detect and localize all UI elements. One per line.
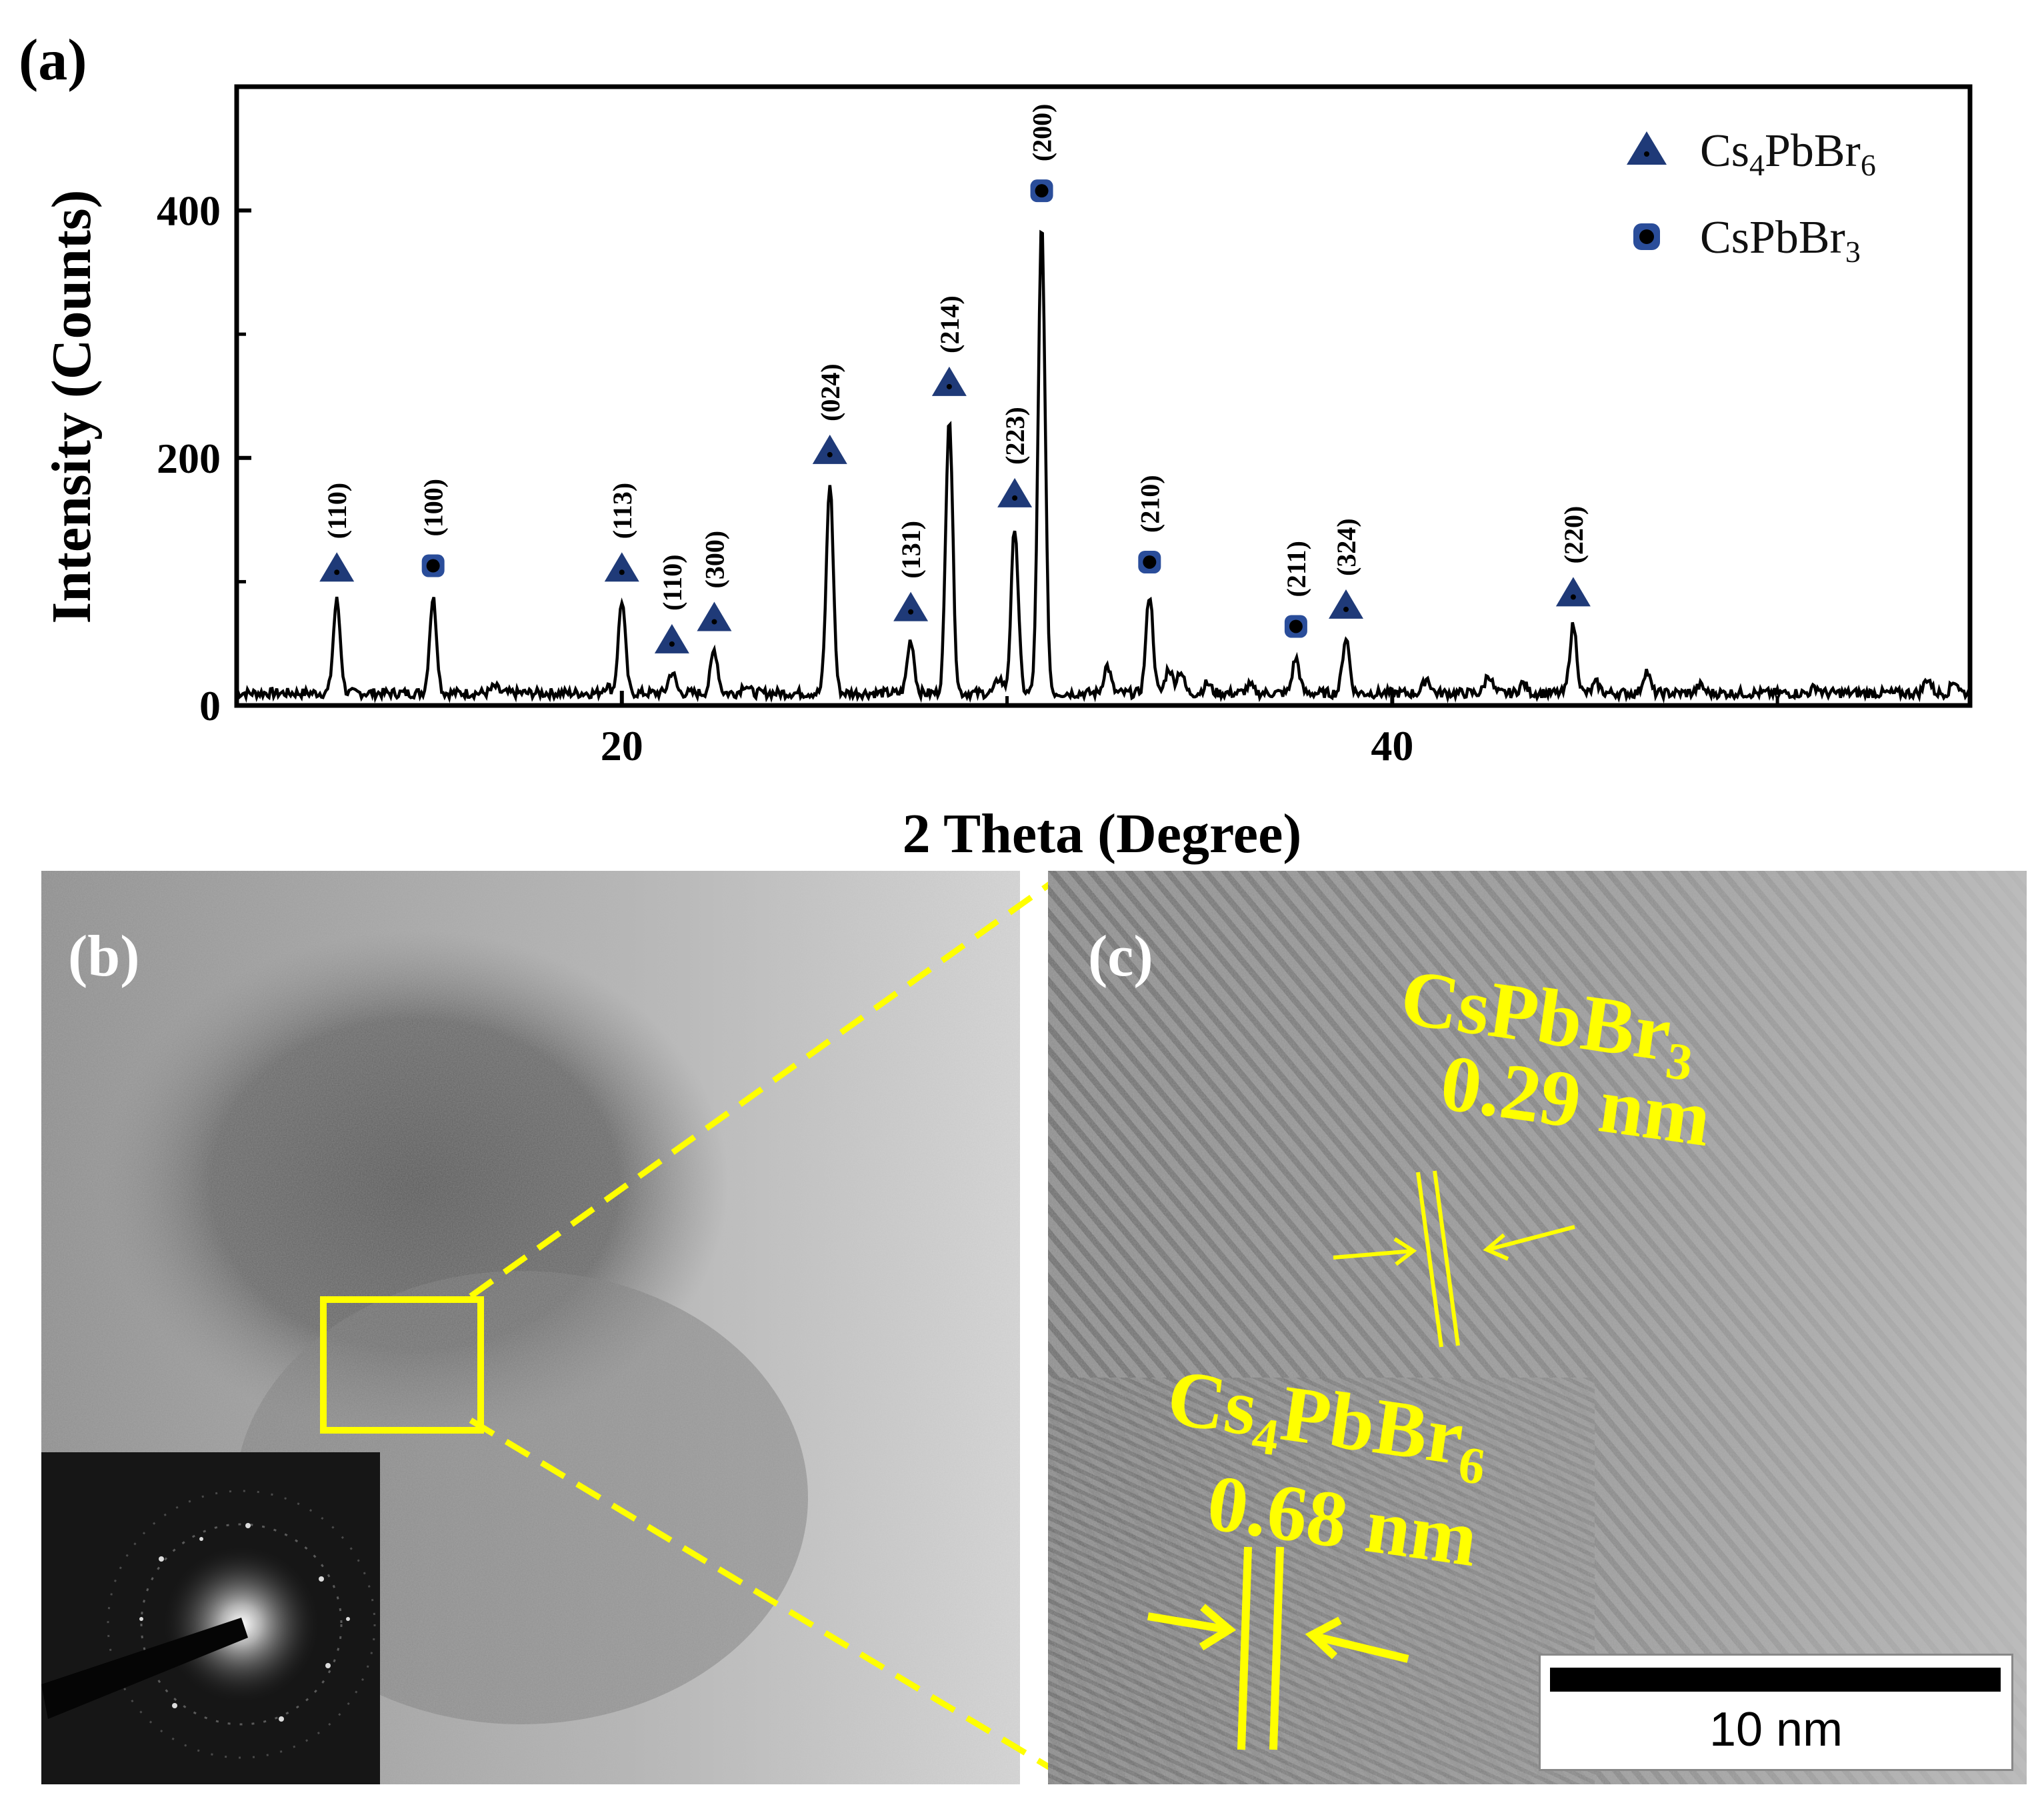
triangle-marker-dot [619, 569, 625, 575]
hkl-label: (324) [1331, 518, 1361, 576]
legend-circle-dot [1639, 229, 1654, 244]
triangle-marker [604, 552, 639, 582]
legend-triangle-marker [1627, 131, 1667, 165]
x-tick-label: 40 [1371, 722, 1413, 769]
legend-text-part: Cs [1700, 212, 1749, 263]
saed-pattern [41, 1490, 376, 1759]
x-axis-title: 2 Theta (Degree) [903, 803, 1302, 865]
hkl-label: (110) [322, 483, 352, 539]
triangle-marker-dot [334, 569, 340, 575]
y-axis-title: Intensity (Counts) [41, 189, 103, 623]
hkl-label-group: (110) (100) (113) (110) (300) (024) (131) (214)… [322, 104, 1589, 611]
legend-label: CsPbBr3 [1700, 212, 1861, 269]
tem-image-overview: (b) [41, 871, 1020, 1784]
triangle-marker [997, 477, 1033, 507]
triangle-marker-dot [711, 619, 717, 625]
legend-label: Cs4PbBr6 [1700, 125, 1876, 182]
xrd-trace [236, 229, 1972, 704]
triangle-marker-dot [1570, 594, 1576, 600]
spacing-marker-068 [1147, 1546, 1409, 1750]
triangle-marker-dot [946, 383, 952, 389]
legend-text-part: Cs [1700, 125, 1749, 177]
hkl-label: (200) [1027, 104, 1057, 162]
circle-marker-dot [1289, 619, 1303, 633]
hkl-label: (110) [657, 554, 687, 610]
hkl-label: (220) [1559, 506, 1589, 564]
panel-label-b: (b) [68, 924, 140, 989]
hkl-label: (024) [815, 363, 845, 421]
y-tick-label: 200 [157, 435, 221, 482]
triangle-marker-dot [669, 641, 675, 647]
legend-text-part: PbBr [1749, 212, 1845, 263]
y-tick-label: 0 [199, 682, 221, 729]
panel-label-c: (c) [1088, 924, 1153, 989]
y-tick-label: 400 [157, 187, 221, 235]
plot-frame [234, 84, 1973, 708]
lattice-spacing-markers [1147, 1170, 1575, 1750]
circle-marker-dot [1143, 555, 1157, 569]
hkl-label: (100) [419, 479, 449, 537]
triangle-marker [931, 366, 967, 396]
triangle-marker-dot [1012, 495, 1018, 501]
x-tick-label: 20 [601, 722, 643, 769]
chart-axes: 0 200 400 20 40 [157, 84, 1973, 769]
triangle-marker-dot [908, 609, 914, 615]
hrtem-texture [1048, 871, 2027, 1784]
hkl-label: (131) [896, 521, 926, 579]
scale-bar-line [1550, 1668, 2001, 1692]
hkl-label: (223) [1000, 407, 1030, 465]
triangle-marker [1555, 577, 1591, 607]
xrd-panel: (a) 0 200 400 20 40 (110) (100) (113) (110) (300… [0, 0, 2044, 867]
triangle-marker [1329, 589, 1363, 619]
legend-subscript: 6 [1861, 148, 1876, 182]
hkl-label: (211) [1281, 541, 1311, 597]
legend-subscript: 4 [1749, 148, 1765, 182]
tem-image-hrtem: (c) CsPbBr3 0.29 nm Cs4PbBr6 0.68 nm 1 [1048, 871, 2027, 1784]
scale-bar: 10 nm [1539, 1654, 2013, 1771]
hkl-label: (210) [1135, 475, 1165, 533]
circle-marker-dot [1035, 184, 1049, 198]
triangle-marker [319, 552, 355, 582]
legend-triangle-dot [1644, 151, 1649, 157]
triangle-marker [812, 434, 847, 464]
triangle-marker [654, 623, 689, 653]
xrd-chart: 0 200 400 20 40 (110) (100) (113) (110) (300) (02… [41, 84, 1973, 865]
zoom-region-box [320, 1296, 484, 1434]
spacing-marker-029 [1333, 1170, 1575, 1348]
triangle-marker [697, 601, 732, 631]
legend-subscript: 3 [1845, 235, 1861, 269]
circle-marker-dot [426, 559, 440, 573]
triangle-marker [893, 591, 929, 621]
panel-label-a: (a) [19, 28, 87, 93]
hkl-label: (113) [607, 483, 637, 539]
saed-inset [41, 1452, 380, 1784]
peak-marker-group [319, 179, 1591, 653]
hkl-label: (300) [699, 531, 729, 589]
xrd-trace-group [236, 229, 1972, 704]
scale-bar-label: 10 nm [1709, 1703, 1843, 1756]
triangle-marker-dot [1343, 606, 1349, 612]
legend-text-part: PbBr [1765, 125, 1861, 177]
hkl-label: (214) [935, 295, 965, 353]
triangle-marker-dot [827, 451, 833, 457]
